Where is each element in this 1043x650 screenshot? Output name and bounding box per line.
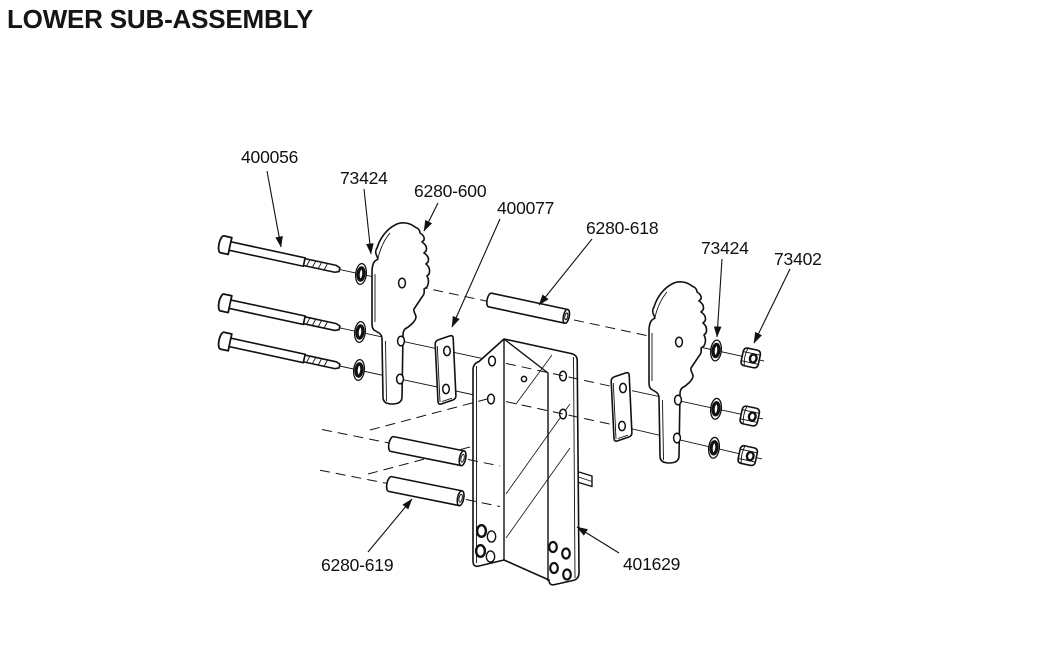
bracket-401629 bbox=[472, 338, 580, 586]
lower-tube-2 bbox=[384, 475, 466, 507]
bracket-bottom-holes bbox=[548, 540, 572, 581]
dashed-overlays bbox=[369, 362, 634, 507]
leader-6280-619 bbox=[367, 498, 413, 553]
leader-401629 bbox=[576, 526, 620, 554]
leader-6280-600 bbox=[423, 202, 439, 232]
part-label-73424-left: 73424 bbox=[340, 168, 388, 188]
part-label-400056: 400056 bbox=[241, 147, 298, 167]
washer-right-1 bbox=[707, 337, 725, 364]
part-label-73424-right: 73424 bbox=[701, 238, 749, 258]
washer-left-2 bbox=[351, 319, 369, 345]
part-label-6280-618: 6280-618 bbox=[586, 218, 658, 238]
leader-73424-left bbox=[363, 188, 374, 255]
part-label-6280-619: 6280-619 bbox=[321, 555, 393, 575]
nut-3 bbox=[736, 443, 760, 468]
leader-lines bbox=[266, 170, 791, 554]
spacer-plate-left bbox=[434, 334, 457, 405]
spacer-plate-right bbox=[610, 371, 633, 442]
leader-400056 bbox=[266, 170, 283, 248]
part-labels: 400056 73424 6280-600 400077 6280-618 73… bbox=[241, 147, 822, 575]
bolt-2 bbox=[216, 292, 343, 338]
bracket-bushings bbox=[474, 524, 497, 563]
leader-73424-right bbox=[713, 258, 723, 338]
washer-right-2 bbox=[707, 396, 725, 422]
washer-left-3 bbox=[350, 357, 368, 383]
upper-tube-6280-618 bbox=[486, 292, 571, 324]
part-label-400077: 400077 bbox=[497, 198, 554, 218]
part-label-6280-600: 6280-600 bbox=[414, 181, 487, 201]
leader-73402 bbox=[753, 268, 791, 344]
page-title: LOWER SUB-ASSEMBLY bbox=[7, 4, 313, 34]
washer-left-1 bbox=[352, 261, 370, 287]
cam-plate-right bbox=[648, 281, 708, 464]
part-label-73402: 73402 bbox=[774, 249, 822, 269]
leader-6280-618 bbox=[538, 238, 593, 306]
bolt-3 bbox=[216, 330, 343, 376]
lower-tube-1 bbox=[386, 435, 468, 467]
washer-right-3 bbox=[705, 435, 723, 461]
part-label-401629: 401629 bbox=[623, 554, 680, 574]
nut-1 bbox=[739, 346, 763, 370]
nut-2 bbox=[738, 404, 762, 428]
leader-400077 bbox=[451, 218, 501, 328]
bolt-1 bbox=[216, 234, 343, 279]
cam-plate-left bbox=[371, 222, 431, 405]
